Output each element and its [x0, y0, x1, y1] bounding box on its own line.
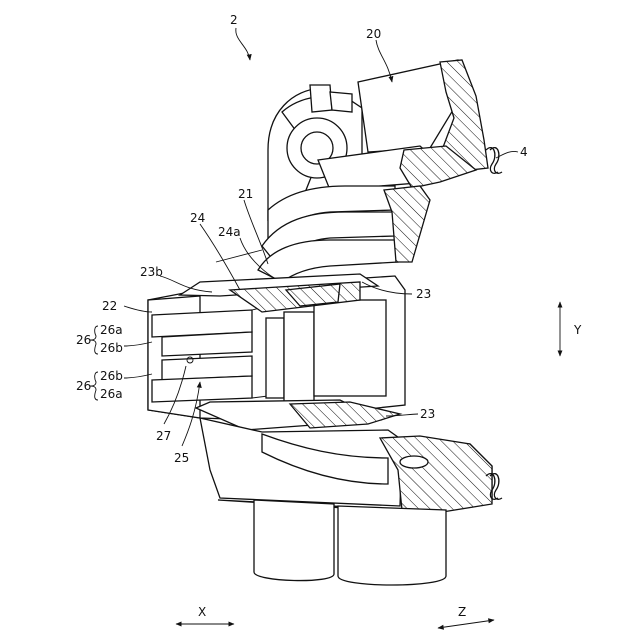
z-axis-arrow: [438, 620, 494, 628]
label-23b: 23b: [140, 265, 163, 279]
label-22: 22: [102, 299, 117, 313]
label-26-bot: 26: [76, 379, 91, 393]
label-axis-y: Y: [573, 323, 582, 337]
label-25: 25: [174, 451, 189, 465]
label-21: 21: [238, 187, 253, 201]
lower-housing: [200, 418, 492, 585]
label-26b-top: 26b: [100, 341, 123, 355]
cylinder-left: [254, 500, 334, 581]
label-23-bot: 23: [420, 407, 435, 421]
connector-housing-22: [148, 274, 405, 430]
label-26b-bot: 26b: [100, 369, 123, 383]
label-27: 27: [156, 429, 171, 443]
upper-housing: [216, 60, 488, 282]
label-4: 4: [520, 145, 528, 159]
label-26a-bot: 26a: [100, 387, 123, 401]
label-axis-z: Z: [458, 605, 466, 619]
label-20: 20: [366, 27, 381, 41]
label-26a-top: 26a: [100, 323, 123, 337]
cylinder-right: [338, 506, 446, 585]
label-axis-x: X: [198, 605, 206, 619]
break-lines: [486, 148, 502, 500]
label-2: 2: [230, 13, 238, 27]
label-24: 24: [190, 211, 205, 225]
label-23-top: 23: [416, 287, 431, 301]
label-24a: 24a: [218, 225, 241, 239]
label-26-top: 26: [76, 333, 91, 347]
